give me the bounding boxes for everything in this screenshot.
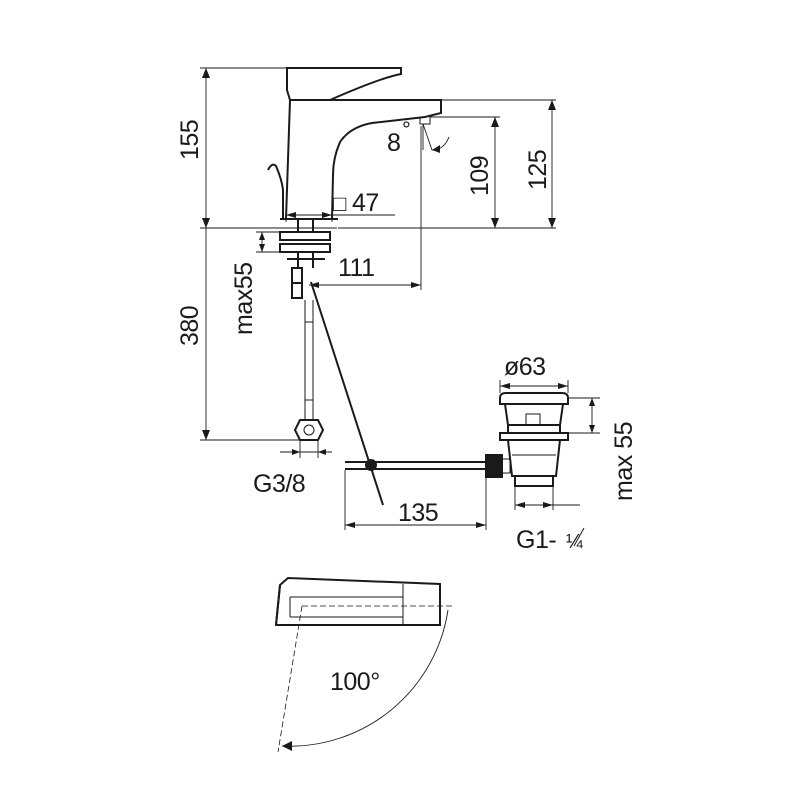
dim-outlet-height: 125 xyxy=(524,150,552,190)
dim-waste-diameter: ø63 xyxy=(504,353,546,381)
dim-rotation-angle: 100° xyxy=(330,668,380,696)
dim-angle: 8 xyxy=(387,129,400,157)
dimension-lines xyxy=(200,67,600,530)
faucet-body xyxy=(267,67,442,220)
square-symbol: □ xyxy=(333,191,346,216)
plan-view xyxy=(274,576,452,753)
dim-total-height: 155 xyxy=(176,120,204,160)
dim-waste-thread-fraction: ¼ xyxy=(566,531,583,553)
dim-base-size: 47 xyxy=(352,189,379,217)
dim-hose-thread: G3/8 xyxy=(253,470,305,498)
dim-angle-degree: ° xyxy=(402,117,411,142)
dim-reach: 111 xyxy=(338,254,375,282)
dim-rod-length: 135 xyxy=(398,499,438,527)
dim-spout-height: 109 xyxy=(466,156,494,196)
dim-max-deck: max55 xyxy=(230,262,258,335)
dim-waste-max: max 55 xyxy=(610,422,638,501)
dim-hose-length: 380 xyxy=(176,306,204,346)
waste-assembly xyxy=(345,392,569,487)
dim-waste-thread: G1- xyxy=(516,526,556,554)
